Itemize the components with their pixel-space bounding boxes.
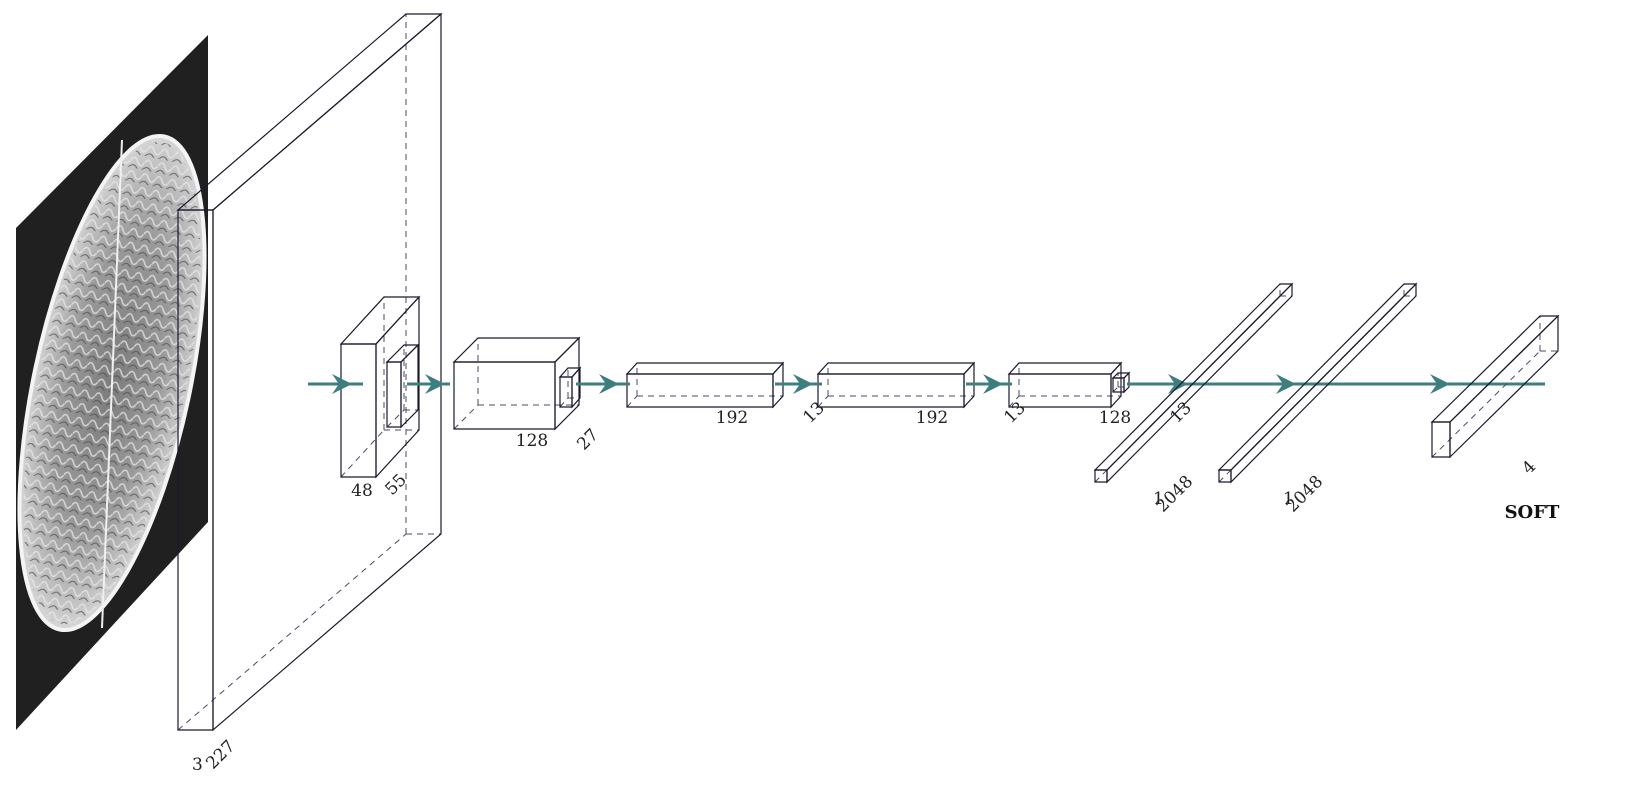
conv2-top-face [452, 337, 581, 363]
softmax-hidden-edge [1431, 350, 1541, 458]
conv-layer-4-block [816, 361, 976, 409]
conv-layer-0-block [176, 12, 443, 732]
arrow-head-2 [599, 374, 619, 394]
pool5-hidden-edge [1112, 386, 1119, 393]
fc2-top-face [1217, 283, 1418, 471]
conv2-front-face [453, 361, 556, 430]
conv5-label-depth: 128 [1099, 408, 1131, 428]
conv4-top-face [816, 362, 976, 375]
conv1-front-face [340, 343, 377, 478]
fc1-label-depth: 1 [1153, 489, 1164, 509]
connection-arrows [308, 374, 1545, 394]
pool-layer-1-block [385, 343, 420, 429]
arrow-head-1 [425, 374, 445, 394]
fc2-front-face [1218, 469, 1232, 483]
conv3-hidden-edge [626, 395, 638, 408]
conv1-hidden-edge [340, 429, 385, 478]
conv3-top-face [625, 362, 785, 375]
fc2-label-depth: 1 [1283, 489, 1294, 509]
conv0-top-face [176, 13, 443, 211]
pool2-hidden-edge [559, 397, 569, 408]
conv2-label-depth: 128 [516, 431, 548, 451]
softmax-layer-block [1430, 314, 1560, 459]
input-mri-image [16, 35, 208, 730]
arrow-head-0 [332, 374, 352, 394]
conv3-front-face [626, 373, 774, 408]
pool2-top-face [558, 367, 582, 378]
conv4-label-depth: 192 [916, 408, 948, 428]
arrow-head-3 [793, 374, 813, 394]
pool-layer-2-block [558, 366, 582, 409]
softmax-label-size: 4 [1518, 457, 1540, 479]
conv0-hidden-edge [177, 533, 407, 731]
arrow-head-7 [1430, 374, 1450, 394]
conv1-side-face [375, 295, 420, 479]
arrow-head-4 [983, 374, 1003, 394]
conv5-top-face [1007, 362, 1123, 375]
pool1-front-face [386, 361, 402, 428]
brain-mri-icon [17, 133, 207, 633]
conv-layer-5-block [1007, 361, 1123, 409]
pool-layer-5-block [1111, 371, 1131, 394]
conv3-label-size: 13 [799, 398, 828, 427]
conv-layer-2-block [452, 336, 581, 431]
fc1-front-face [1094, 469, 1108, 483]
arrow-head-5 [1168, 374, 1188, 394]
conv0-label-depth: 3 [192, 755, 203, 775]
pool5-front-face [1112, 377, 1125, 393]
conv2-label-size: 27 [573, 425, 602, 454]
softmax-caption: SOFT [1505, 502, 1560, 523]
fc-layer-2-block [1217, 282, 1418, 484]
softmax-front-face [1431, 421, 1451, 458]
conv4-hidden-edge [817, 395, 829, 408]
conv-layer-1-block [339, 295, 421, 479]
conv2-hidden-edge [453, 404, 479, 430]
arrow-head-6 [1276, 374, 1296, 394]
conv5-hidden-edge [1008, 395, 1020, 408]
conv1-top-face [339, 296, 421, 345]
conv5-label-size: 13 [1166, 398, 1195, 427]
conv0-front-face [177, 209, 214, 731]
conv4-front-face [817, 373, 965, 408]
conv5-front-face [1008, 373, 1112, 408]
pool1-hidden-edge [386, 409, 405, 428]
conv3-label-depth: 192 [716, 408, 748, 428]
conv4-label-size: 13 [1000, 398, 1029, 427]
pool1-top-face [385, 344, 420, 363]
conv-layer-3-block [625, 361, 785, 409]
conv1-label-depth: 48 [351, 481, 373, 501]
conv2-side-face [554, 336, 580, 431]
conv0-side-face [212, 12, 442, 732]
conv0-label-size: 227 [202, 736, 239, 773]
fc-layer-1-block [1093, 282, 1294, 484]
pool2-front-face [559, 376, 573, 408]
